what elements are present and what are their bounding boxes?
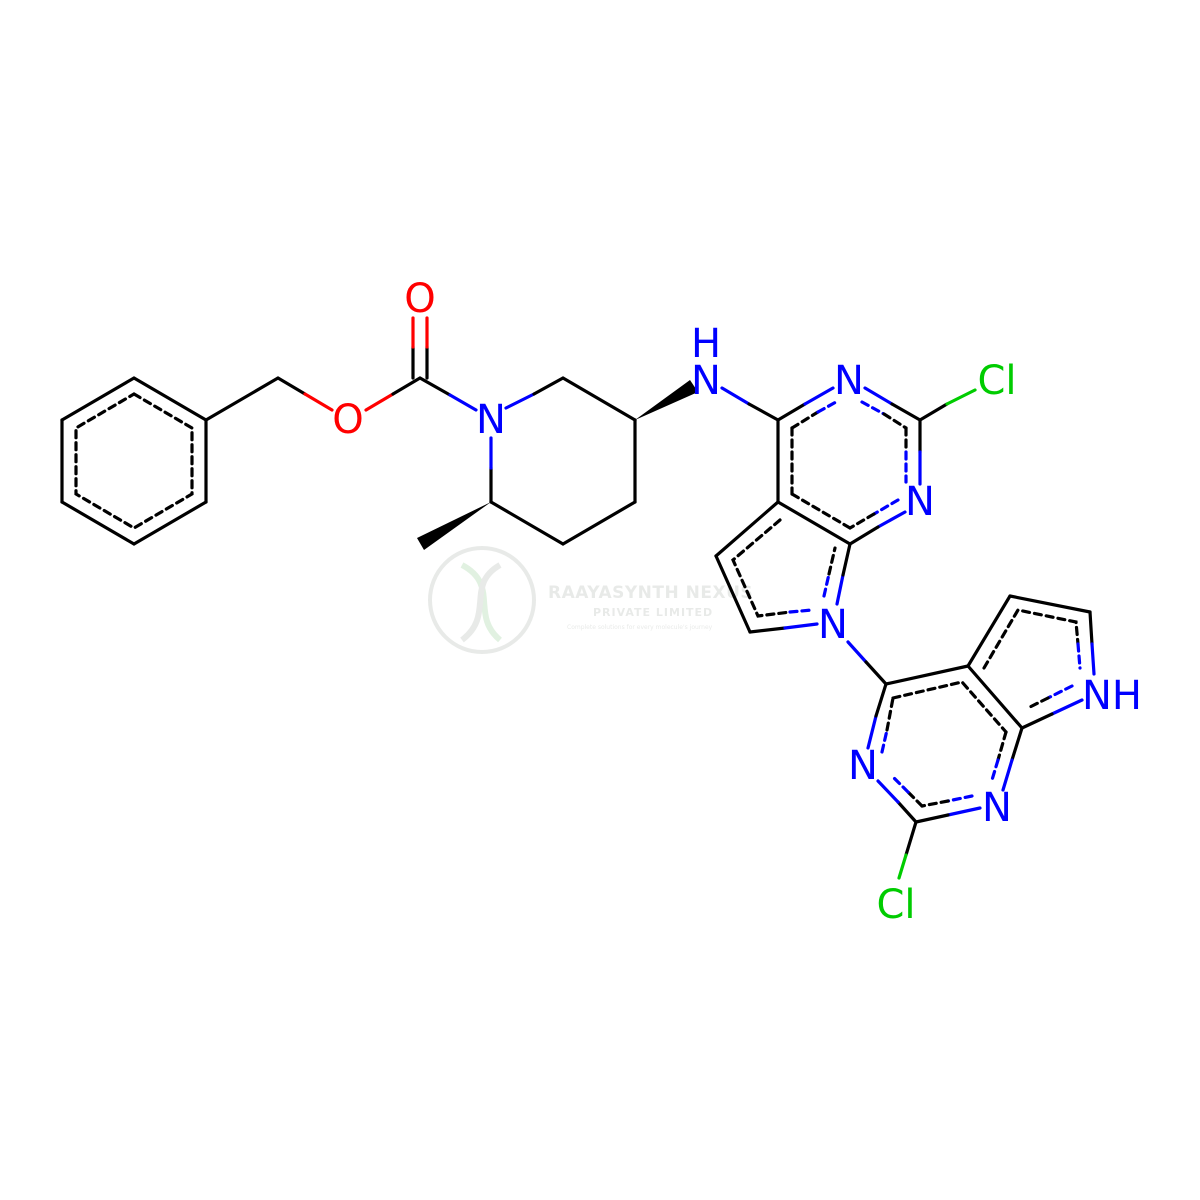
atom-o-carbonyl: O: [404, 276, 435, 322]
atom-n-lower-b: N: [982, 785, 1012, 831]
watermark-title: RAAYASYNTH NEXUS: [548, 583, 753, 603]
atom-n-lower-a: N: [848, 743, 878, 789]
atom-labels: O O N H N N Cl N N NH N N Cl: [332, 276, 1142, 928]
atom-n-amine: N: [691, 358, 721, 404]
watermark-logo-icon: [428, 546, 536, 654]
bonds: [60, 316, 1096, 880]
atom-n-piperidine: N: [476, 397, 506, 443]
wedge-bond-nh: [635, 380, 698, 420]
watermark: RAAYASYNTH NEXUS PRIVATE LIMITED Complet…: [428, 546, 753, 654]
atom-h-amine: H: [691, 321, 721, 367]
watermark-subtitle: PRIVATE LIMITED: [593, 606, 713, 619]
atom-cl-bottom: Cl: [876, 882, 915, 928]
watermark-tagline: Complete solutions for every molecule's …: [567, 624, 713, 631]
atom-n-pyrimidine-a: N: [834, 358, 864, 404]
atom-o-ester: O: [332, 397, 363, 443]
bond-ch2-o: [276, 376, 307, 396]
bond-ring-ch2: [204, 376, 280, 422]
atom-n-pyrimidine-b: N: [905, 479, 935, 525]
atom-n-pyrrole: N: [818, 602, 848, 648]
atom-nh-lower: NH: [1082, 673, 1142, 719]
benzene-ring: [60, 376, 208, 546]
atom-cl-top: Cl: [977, 358, 1016, 404]
wedge-bond-methyl: [417, 502, 491, 550]
